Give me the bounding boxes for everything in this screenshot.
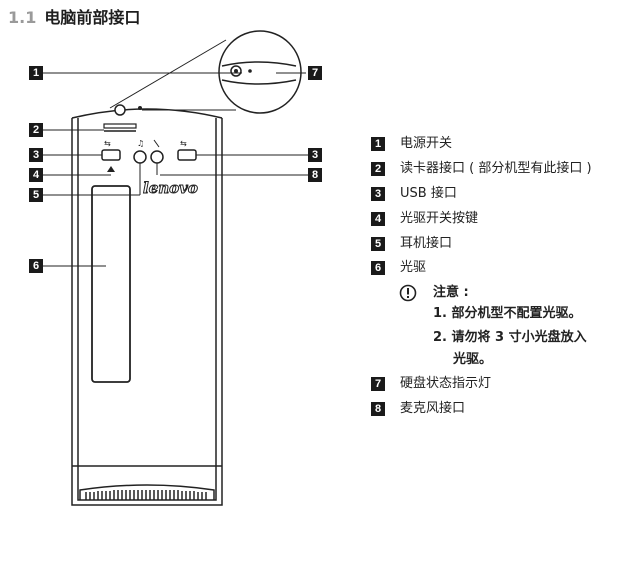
usb-port-right[interactable]: ⇆ — [177, 139, 197, 161]
legend-label: 耳机接口 — [400, 236, 453, 251]
zoom-detail — [109, 30, 302, 114]
card-reader-slot[interactable] — [103, 123, 137, 129]
legend-number: 1 — [371, 137, 385, 151]
legend-number: 5 — [371, 237, 385, 251]
note-item-1: 1. 部分机型不配置光驱。 — [433, 306, 582, 321]
legend-label: 光驱开关按键 — [400, 211, 479, 226]
hdd-led — [138, 106, 142, 110]
warning-icon — [399, 284, 417, 302]
legend-number: 4 — [371, 212, 385, 226]
section-title: 电脑前部接口 — [44, 8, 141, 27]
callout-5: 5 — [29, 188, 43, 202]
optical-drive[interactable] — [91, 185, 131, 383]
callout-1: 1 — [29, 66, 43, 80]
usb-port-left[interactable]: ⇆ — [101, 139, 121, 161]
headphone-jack[interactable] — [133, 150, 147, 164]
callout-3-right: 3 — [308, 148, 322, 162]
callout-3-left: 3 — [29, 148, 43, 162]
legend-label: USB 接口 — [400, 186, 457, 201]
leader-lines — [43, 72, 308, 267]
legend-number: 3 — [371, 187, 385, 201]
legend-label: 硬盘状态指示灯 — [400, 376, 492, 391]
callout-6: 6 — [29, 259, 43, 273]
legend-label: 读卡器接口 ( 部分机型有此接口 ) — [400, 161, 592, 176]
tower-body — [71, 108, 223, 506]
section-number: 1.1 — [8, 8, 37, 27]
callout-4: 4 — [29, 168, 43, 182]
svg-text:⇆: ⇆ — [104, 139, 111, 148]
legend-number: 8 — [371, 402, 385, 416]
legend-label: 麦克风接口 — [400, 401, 466, 416]
eject-icon[interactable] — [107, 166, 115, 172]
note-item-2: 2. 请勿将 3 寸小光盘放入 — [433, 330, 587, 345]
svg-text:⇆: ⇆ — [180, 139, 187, 148]
callout-2: 2 — [29, 123, 43, 137]
power-button[interactable] — [114, 104, 126, 116]
computer-front-diagram: ⇆ ⇆ ♫ lenovo — [43, 30, 308, 506]
microphone-jack[interactable] — [150, 150, 164, 164]
note-item-2-cont: 光驱。 — [453, 352, 493, 367]
callout-7: 7 — [308, 66, 322, 80]
note-title: 注意 : — [433, 285, 469, 300]
legend-label: 电源开关 — [400, 136, 453, 151]
legend-number: 2 — [371, 162, 385, 176]
legend-number: 7 — [371, 377, 385, 391]
section-heading: 1.1 电脑前部接口 — [8, 4, 140, 28]
lenovo-logo: lenovo — [143, 179, 198, 197]
legend-label: 光驱 — [400, 260, 427, 275]
legend-number: 6 — [371, 261, 385, 275]
svg-text:♫: ♫ — [137, 139, 144, 148]
base-vents — [79, 484, 215, 500]
callout-8: 8 — [308, 168, 322, 182]
